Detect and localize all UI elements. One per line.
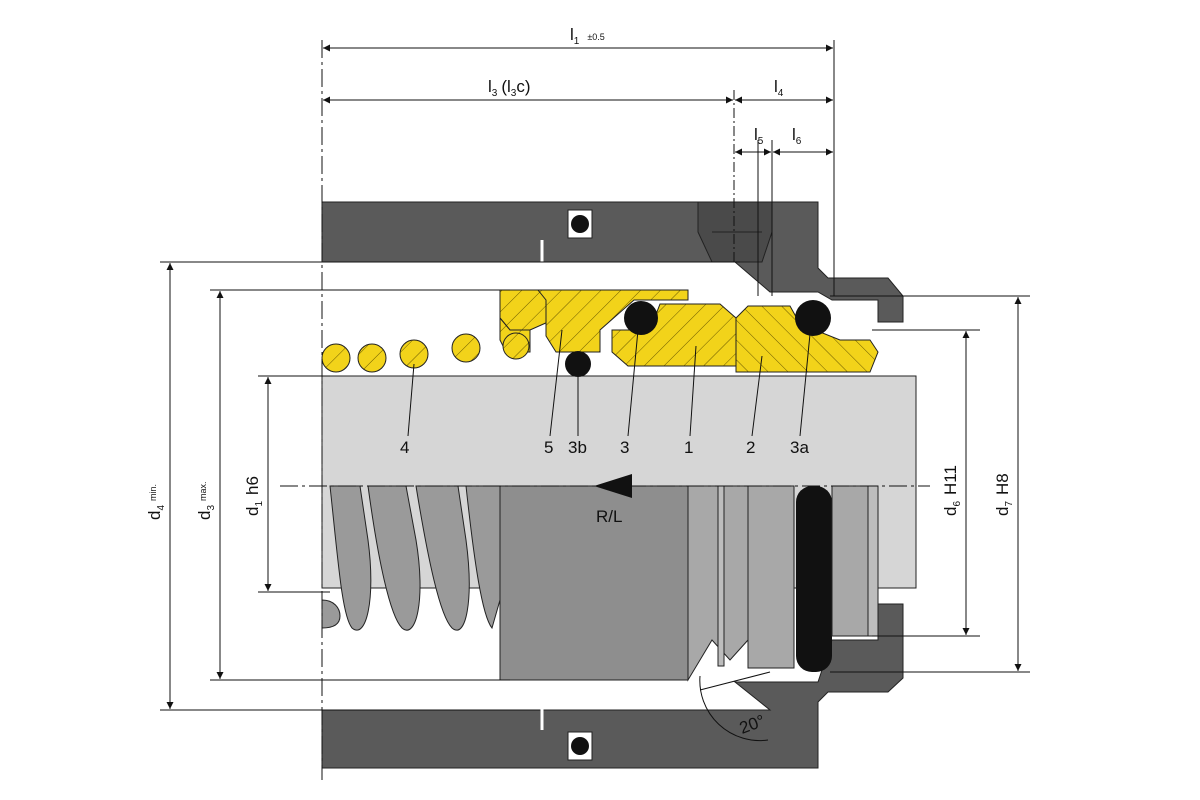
dimension-lines (166, 44, 1022, 709)
part-label: 1 (684, 438, 693, 457)
part-5 (499, 289, 549, 331)
housing-oring-bottom (571, 737, 589, 755)
label-d4: d4min. (145, 484, 167, 520)
leader-lines (407, 329, 811, 437)
part-label: 3 (620, 438, 629, 457)
spring-coil (399, 339, 429, 369)
housing-oring-top (571, 215, 589, 233)
part-label: 3b (568, 438, 587, 457)
part-label: 5 (544, 438, 553, 457)
label-d7: d7H8 (993, 473, 1015, 516)
label-d1: d1h6 (243, 476, 265, 516)
rotation-label: R/L (596, 507, 622, 526)
housing-bottom (321, 603, 904, 769)
part-3a-oring (795, 300, 831, 336)
label-l6: l6 (792, 125, 802, 147)
part-3b-oring (565, 351, 591, 377)
part-label: 4 (400, 438, 409, 457)
part-3-oring (624, 301, 658, 335)
seal-parts-upper (321, 289, 879, 377)
label-l5: l5 (754, 125, 764, 147)
seal-rings-lower (499, 485, 879, 682)
dimension-labels: l1±0.5 l3(l3c) l4 l5 l6 d4min. d3max. d1… (145, 25, 1015, 520)
reference-lines (160, 40, 1030, 780)
spring-coil (502, 332, 530, 360)
angle-indicator (699, 671, 771, 742)
spring-lower (321, 485, 501, 631)
label-l4: l4 (774, 77, 784, 99)
label-l3: l3(l3c) (488, 77, 531, 99)
part-label: 3a (790, 438, 809, 457)
label-d6: d6H11 (941, 465, 963, 516)
label-l1: l1±0.5 (570, 25, 605, 47)
label-d3: d3max. (195, 481, 217, 520)
part-2 (735, 305, 879, 373)
spring-coil (357, 343, 387, 373)
spring-coil (451, 333, 481, 363)
spring-coil (321, 343, 351, 373)
rotation-arrow-icon (594, 474, 632, 498)
part-labels: 4 5 3b 3 1 2 3a (400, 438, 809, 457)
part-label: 2 (746, 438, 755, 457)
